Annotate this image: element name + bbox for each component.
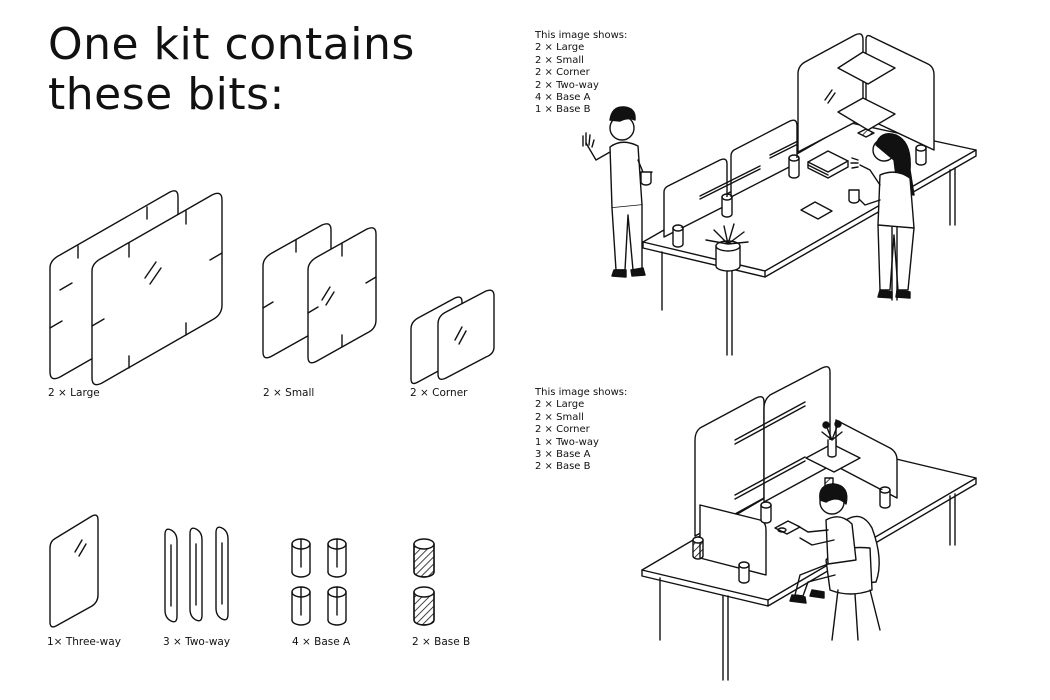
top-scene-heading: This image shows: [535,30,628,41]
top-scene-item: 2 × Corner [535,67,590,79]
top-scene-contents: This image shows: 2 × Large 2 × Small 2 … [535,30,627,117]
title-line-1: One kit contains [48,19,415,70]
corner-panel-illustration [411,290,494,383]
three-way-panel-illustration [50,515,98,627]
page-title: One kit contains these bits: [48,20,415,120]
title-line-2: these bits: [48,69,285,120]
part-label-base-b: 2 × Base B [412,636,471,648]
part-label-three-way: 1× Three-way [47,636,121,648]
top-scene-item: 2 × Small [535,54,584,66]
top-scene-item: 1 × Base B [535,104,591,116]
bottom-scene-item: 2 × Base B [535,461,591,473]
part-label-two-way: 3 × Two-way [163,636,231,648]
bottom-scene-item: 3 × Base A [535,449,591,461]
bottom-scene-item: 2 × Corner [535,424,590,436]
two-way-panel-illustration [165,527,228,622]
part-label-small: 2 × Small [263,387,315,399]
top-scene-item: 2 × Large [535,42,585,54]
base-a-illustration [292,539,346,625]
small-panel-illustration [263,224,376,363]
bottom-scene-item: 1 × Two-way [535,436,599,448]
part-label-corner: 2 × Corner [410,387,468,399]
bottom-scene-contents: This image shows: 2 × Large 2 × Small 2 … [535,387,627,474]
bottom-scene-item: 2 × Small [535,411,584,423]
top-scene-item: 4 × Base A [535,92,591,104]
bottom-scene-heading: This image shows: [535,387,628,398]
top-scene-item: 2 × Two-way [535,79,599,91]
base-b-illustration [414,539,434,625]
part-label-large: 2 × Large [48,387,100,399]
bottom-scene-item: 2 × Large [535,399,585,411]
top-desk-scene [583,34,976,355]
large-panel-illustration [50,191,222,385]
part-label-base-a: 4 × Base A [292,636,351,648]
bottom-desk-scene [642,367,976,680]
